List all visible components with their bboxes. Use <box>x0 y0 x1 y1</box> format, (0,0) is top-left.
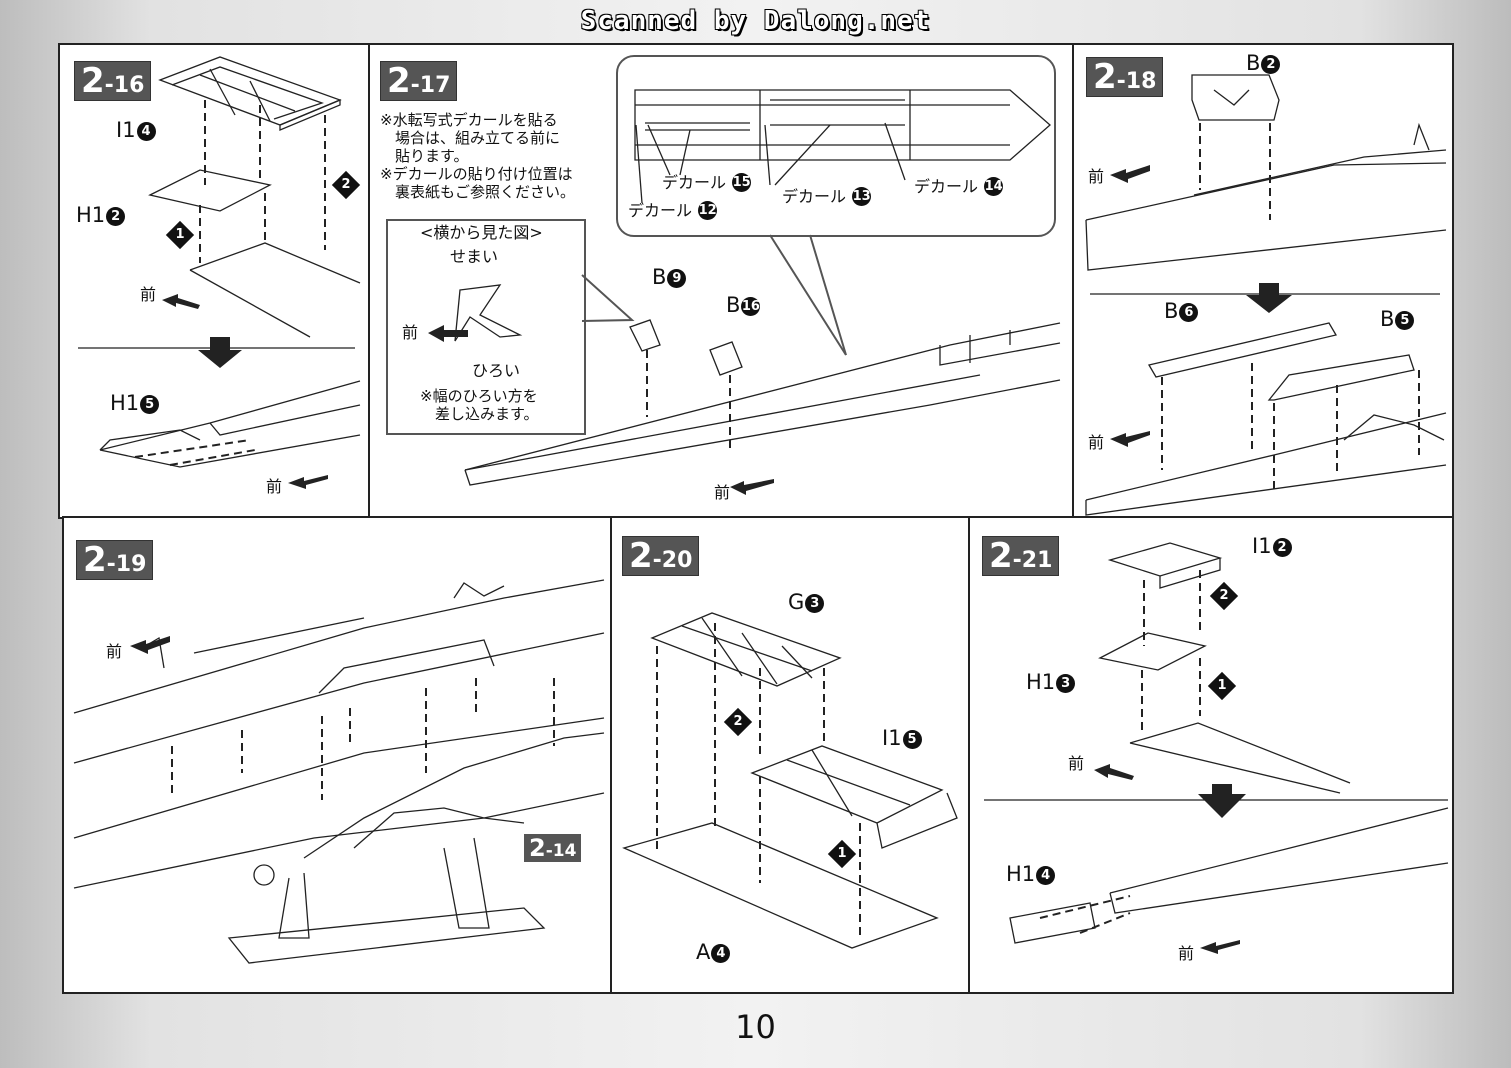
decal-label-12: デカール 12 <box>628 201 718 220</box>
step-number-2-17: 2-17 <box>380 61 458 101</box>
part-label-b16: B16 <box>726 293 761 317</box>
sequence-marker-1: 1 <box>1207 671 1237 701</box>
side-view-title: <横から見た図> <box>420 223 543 242</box>
panel-step-2-17: 2-17 ※水転写式デカールを貼る 場合は、組み立てる前に 貼ります。 ※デカー… <box>368 43 1074 519</box>
reference-step-2-14: 2-14 <box>524 834 582 862</box>
front-label: 前 <box>1068 754 1085 773</box>
decal-label-14: デカール 14 <box>914 177 1004 196</box>
front-label: 前 <box>1178 944 1195 963</box>
narrow-label: せまい <box>450 247 499 266</box>
step-number-2-20: 2-20 <box>622 536 700 576</box>
decal-placement-callout <box>616 55 1056 237</box>
sequence-marker-1: 1 <box>165 220 195 250</box>
step-number-2-16: 2-16 <box>74 61 152 101</box>
step-number-2-18: 2-18 <box>1086 57 1164 97</box>
scan-watermark: Scanned by Dalong.net <box>580 6 931 36</box>
decal-label-13: デカール 13 <box>782 187 872 206</box>
step-2-16-illustration <box>78 56 361 489</box>
front-label: 前 <box>266 477 283 496</box>
front-label: 前 <box>402 323 419 342</box>
decal-label-15: デカール 15 <box>662 173 752 192</box>
step-2-19-illustration <box>73 579 605 964</box>
step-number-2-19: 2-19 <box>76 540 154 580</box>
front-label: 前 <box>1088 433 1105 452</box>
sequence-marker-1: 1 <box>827 839 857 869</box>
sequence-marker-2: 2 <box>1209 581 1239 611</box>
insert-note: ※幅のひろい方を 差し込みます。 <box>420 387 539 423</box>
page-number: 10 <box>735 1008 776 1046</box>
wide-label: ひろい <box>472 361 521 380</box>
decal-instructions: ※水転写式デカールを貼る 場合は、組み立てる前に 貼ります。 ※デカールの貼り付… <box>380 111 576 201</box>
sequence-marker-2: 2 <box>723 707 753 737</box>
front-label: 前 <box>1088 167 1105 186</box>
sequence-marker-2: 2 <box>331 170 361 200</box>
step-2-18-illustration <box>1085 74 1447 516</box>
side-view-inset <box>386 219 586 435</box>
front-label: 前 <box>106 642 123 661</box>
step-2-20-illustration <box>622 612 958 949</box>
front-label: 前 <box>140 285 157 304</box>
step-2-17-illustration <box>428 89 1061 495</box>
front-label: 前 <box>714 483 731 502</box>
panel-step-2-19: 2-19 前 2-14 <box>62 516 614 994</box>
step-2-21-illustration <box>984 542 1449 954</box>
step-number-2-21: 2-21 <box>982 536 1060 576</box>
